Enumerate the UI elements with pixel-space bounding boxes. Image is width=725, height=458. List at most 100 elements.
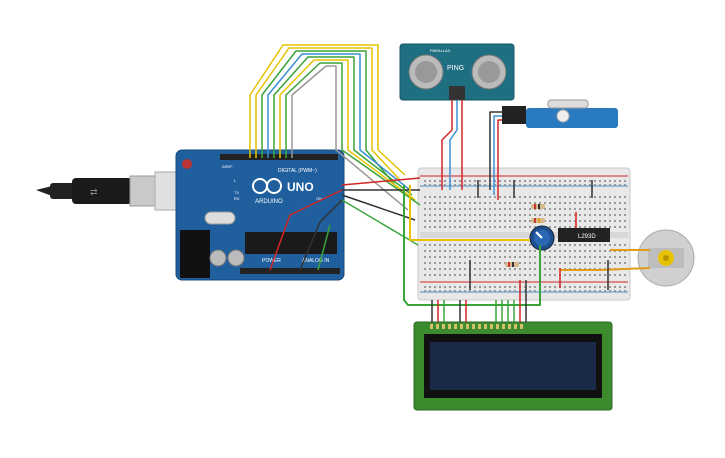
breadboard-hole <box>554 226 556 228</box>
ping-label: PING <box>447 65 464 72</box>
breadboard-hole <box>444 214 446 216</box>
breadboard-hole <box>579 202 581 204</box>
breadboard-hole <box>489 202 491 204</box>
breadboard-hole <box>589 180 591 182</box>
breadboard-hole <box>554 268 556 270</box>
breadboard-hole <box>494 226 496 228</box>
breadboard-hole <box>614 180 616 182</box>
breadboard-hole <box>569 226 571 228</box>
breadboard-hole <box>489 268 491 270</box>
breadboard-hole <box>494 256 496 258</box>
lcd-pin <box>484 324 487 329</box>
breadboard-hole <box>559 208 561 210</box>
breadboard-hole <box>529 214 531 216</box>
breadboard-hole <box>464 274 466 276</box>
breadboard-hole <box>529 184 531 186</box>
breadboard-hole <box>584 244 586 246</box>
breadboard-hole <box>569 196 571 198</box>
breadboard-hole <box>424 226 426 228</box>
breadboard-hole <box>604 184 606 186</box>
capacitor <box>227 249 245 267</box>
breadboard-hole <box>524 196 526 198</box>
breadboard-hole <box>454 208 456 210</box>
breadboard-hole <box>619 220 621 222</box>
breadboard-hole <box>499 286 501 288</box>
lcd-pin <box>472 324 475 329</box>
breadboard-hole <box>529 256 531 258</box>
breadboard-hole <box>479 226 481 228</box>
breadboard-hole <box>499 208 501 210</box>
breadboard-hole <box>574 220 576 222</box>
breadboard-hole <box>474 180 476 182</box>
breadboard-hole <box>474 290 476 292</box>
breadboard-hole <box>444 226 446 228</box>
breadboard-hole <box>549 208 551 210</box>
breadboard-hole <box>529 226 531 228</box>
breadboard-hole <box>464 202 466 204</box>
breadboard-hole <box>469 184 471 186</box>
breadboard-hole <box>509 268 511 270</box>
breadboard-hole <box>429 208 431 210</box>
breadboard-hole <box>559 256 561 258</box>
breadboard-hole <box>549 180 551 182</box>
svg-text:⇄: ⇄ <box>90 187 98 197</box>
breadboard-hole <box>514 286 516 288</box>
rx-label: RX <box>234 196 240 201</box>
lcd-pin <box>508 324 511 329</box>
breadboard-hole <box>614 220 616 222</box>
breadboard-hole <box>509 202 511 204</box>
breadboard-hole <box>619 180 621 182</box>
analog-label: ANALOG IN <box>302 258 330 264</box>
breadboard-hole <box>584 220 586 222</box>
tx-label: TX <box>234 190 239 195</box>
breadboard-hole <box>514 220 516 222</box>
breadboard-hole <box>564 220 566 222</box>
breadboard-hole <box>489 226 491 228</box>
breadboard-hole <box>609 180 611 182</box>
breadboard-hole <box>449 262 451 264</box>
breadboard-hole <box>489 214 491 216</box>
breadboard-hole <box>549 250 551 252</box>
breadboard-hole <box>504 184 506 186</box>
breadboard-hole <box>589 250 591 252</box>
breadboard-hole <box>609 286 611 288</box>
breadboard-hole <box>494 208 496 210</box>
breadboard-hole <box>549 262 551 264</box>
breadboard-hole <box>484 180 486 182</box>
breadboard-hole <box>479 290 481 292</box>
breadboard-hole <box>474 202 476 204</box>
servo-motor <box>502 99 618 128</box>
breadboard-hole <box>429 250 431 252</box>
breadboard-hole <box>559 226 561 228</box>
breadboard-hole <box>609 196 611 198</box>
breadboard-hole <box>519 226 521 228</box>
breadboard-hole <box>489 196 491 198</box>
breadboard-hole <box>604 220 606 222</box>
breadboard-hole <box>584 274 586 276</box>
breadboard-hole <box>624 202 626 204</box>
breadboard-hole <box>579 214 581 216</box>
breadboard-hole <box>529 290 531 292</box>
breadboard-hole <box>449 202 451 204</box>
breadboard-hole <box>464 290 466 292</box>
breadboard-hole <box>569 208 571 210</box>
breadboard-hole <box>519 256 521 258</box>
breadboard-hole <box>564 202 566 204</box>
breadboard-hole <box>504 180 506 182</box>
breadboard-hole <box>464 286 466 288</box>
breadboard-hole <box>429 226 431 228</box>
breadboard-hole <box>624 184 626 186</box>
breadboard-hole <box>614 226 616 228</box>
breadboard-hole <box>454 268 456 270</box>
breadboard-hole <box>444 202 446 204</box>
breadboard-hole <box>559 184 561 186</box>
breadboard-hole <box>524 184 526 186</box>
breadboard-hole <box>474 184 476 186</box>
breadboard-hole <box>439 250 441 252</box>
breadboard-hole <box>459 214 461 216</box>
breadboard-hole <box>494 274 496 276</box>
breadboard-hole <box>439 196 441 198</box>
breadboard-hole <box>554 262 556 264</box>
breadboard-hole <box>554 196 556 198</box>
breadboard-hole <box>599 184 601 186</box>
